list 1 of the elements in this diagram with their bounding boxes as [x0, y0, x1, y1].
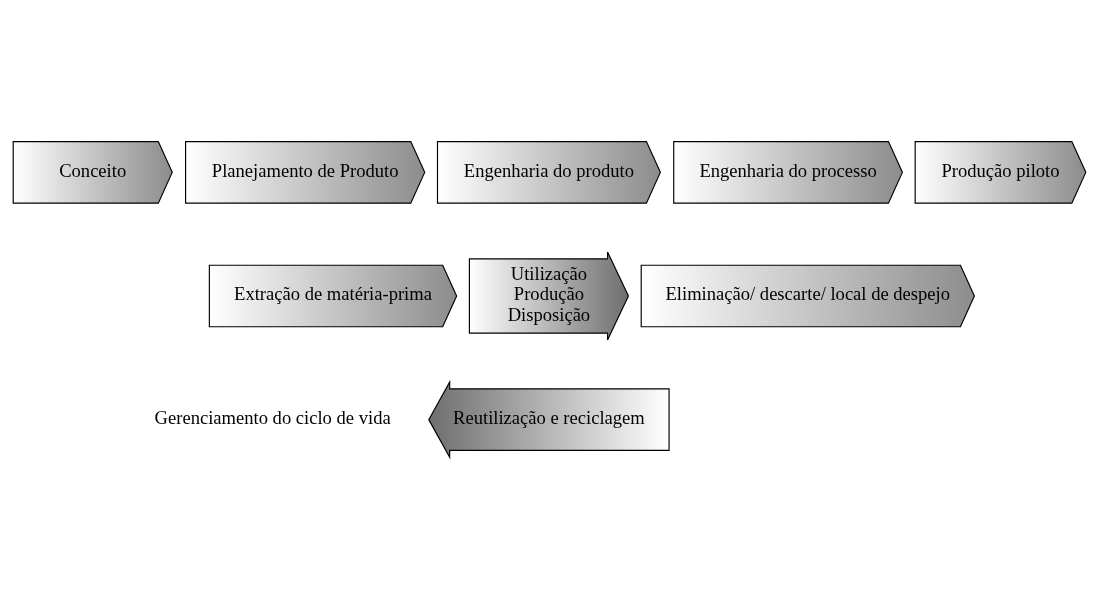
label: Gerenciamento do ciclo de vida [154, 407, 391, 429]
